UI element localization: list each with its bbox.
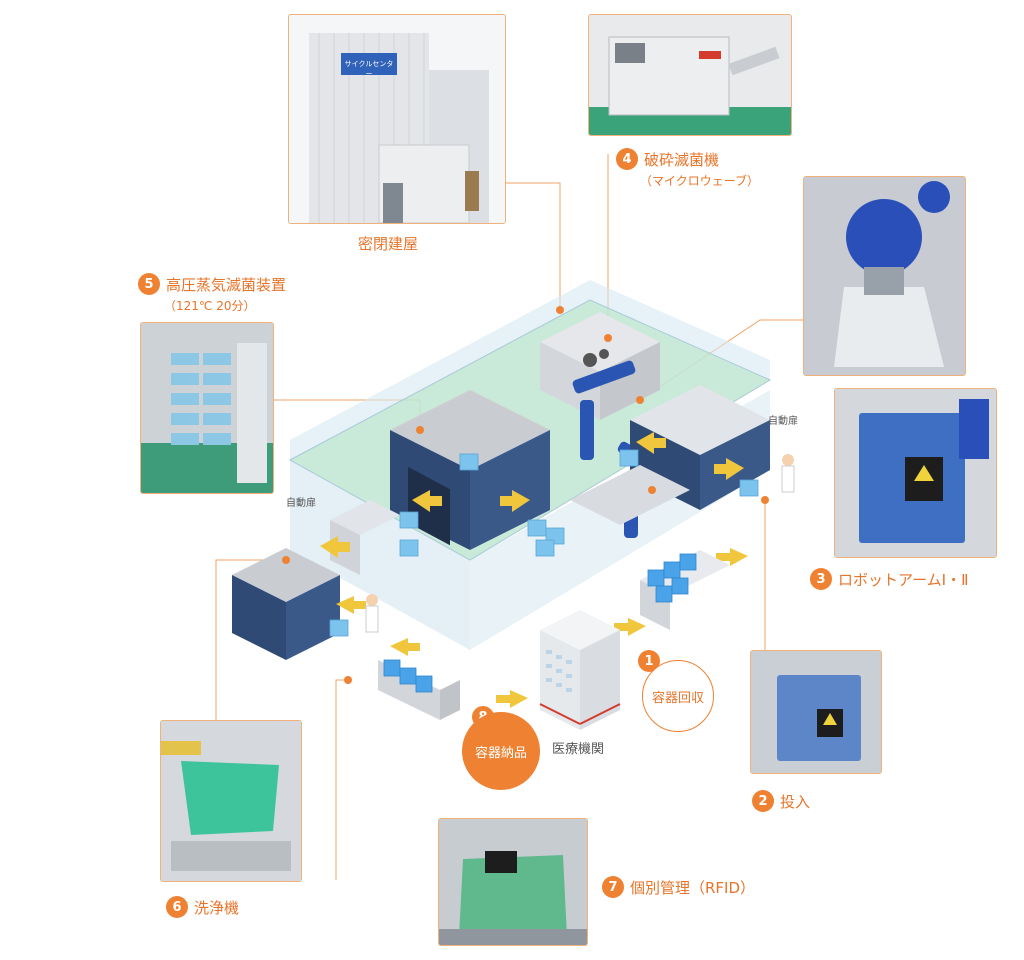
label-door-right: 自動扉 [768,416,798,427]
step5-sub: （121℃ 20分） [164,299,256,313]
building-illustration [289,15,505,223]
photo-robot-arm-2 [834,388,997,558]
step6-text: 洗浄機 [194,898,240,917]
label-hospital: 医療機関 [552,742,605,757]
label-building: 密閉建屋 [358,235,419,253]
step7-number: 7 [602,876,624,898]
photo-robot-arm-1 [803,176,966,376]
step3-number: 3 [810,568,832,590]
photo-rfid [438,818,588,946]
step4-number: 4 [616,148,638,170]
photo-autoclave [140,322,274,494]
photo-building: サイクルセンター [288,14,506,224]
input-illustration [751,651,881,773]
building-sign-text: サイクルセンター [344,60,394,78]
photo-washer [160,720,302,882]
rfid-illustration [439,819,587,945]
label-step4: 4 破砕滅菌機 [616,148,719,170]
step2-text: 投入 [780,792,811,811]
facility-wall-left [290,460,470,650]
label-door-left: 自動扉 [286,498,316,509]
label-step3: 3 ロボットアームⅠ・Ⅱ [810,568,968,590]
robot-arm-1-illustration [804,177,965,375]
step1-number: 1 [638,650,660,672]
label-step2: 2 投入 [752,790,810,812]
step4-text: 破砕滅菌機 [644,150,720,169]
step1-text: 容器回収 [651,690,704,706]
step2-number: 2 [752,790,774,812]
label-step5: 5 高圧蒸気滅菌装置 [138,273,286,295]
step5-number: 5 [138,273,160,295]
step6-number: 6 [166,896,188,918]
step3-text: ロボットアームⅠ・Ⅱ [838,570,969,589]
truck-collect [640,550,730,630]
washer-machine-left [232,575,286,660]
worker-right [781,454,795,493]
line-building [504,182,561,310]
worker-left [365,594,379,633]
washer-illustration [161,721,301,881]
robot-arm-2-illustration [835,389,996,557]
photo-shredder-sterilizer [588,14,792,136]
autoclave-illustration [141,323,273,493]
step8-text: 容器納品 [474,745,527,761]
shredder-illustration [589,15,791,135]
circle-container-delivery: 容器納品 [462,712,540,790]
step7-text: 個別管理（RFID） [630,878,756,897]
hospital-building [539,610,621,730]
photo-input [750,650,882,774]
step4-sub: （マイクロウェーブ） [640,174,760,188]
circle-container-collection: 容器回収 [642,660,714,732]
label-step7: 7 個別管理（RFID） [602,876,755,898]
step5-text: 高圧蒸気滅菌装置 [166,275,287,294]
robot-arm-one [580,400,594,460]
truck-deliver [378,659,460,720]
label-step6: 6 洗浄機 [166,896,239,918]
